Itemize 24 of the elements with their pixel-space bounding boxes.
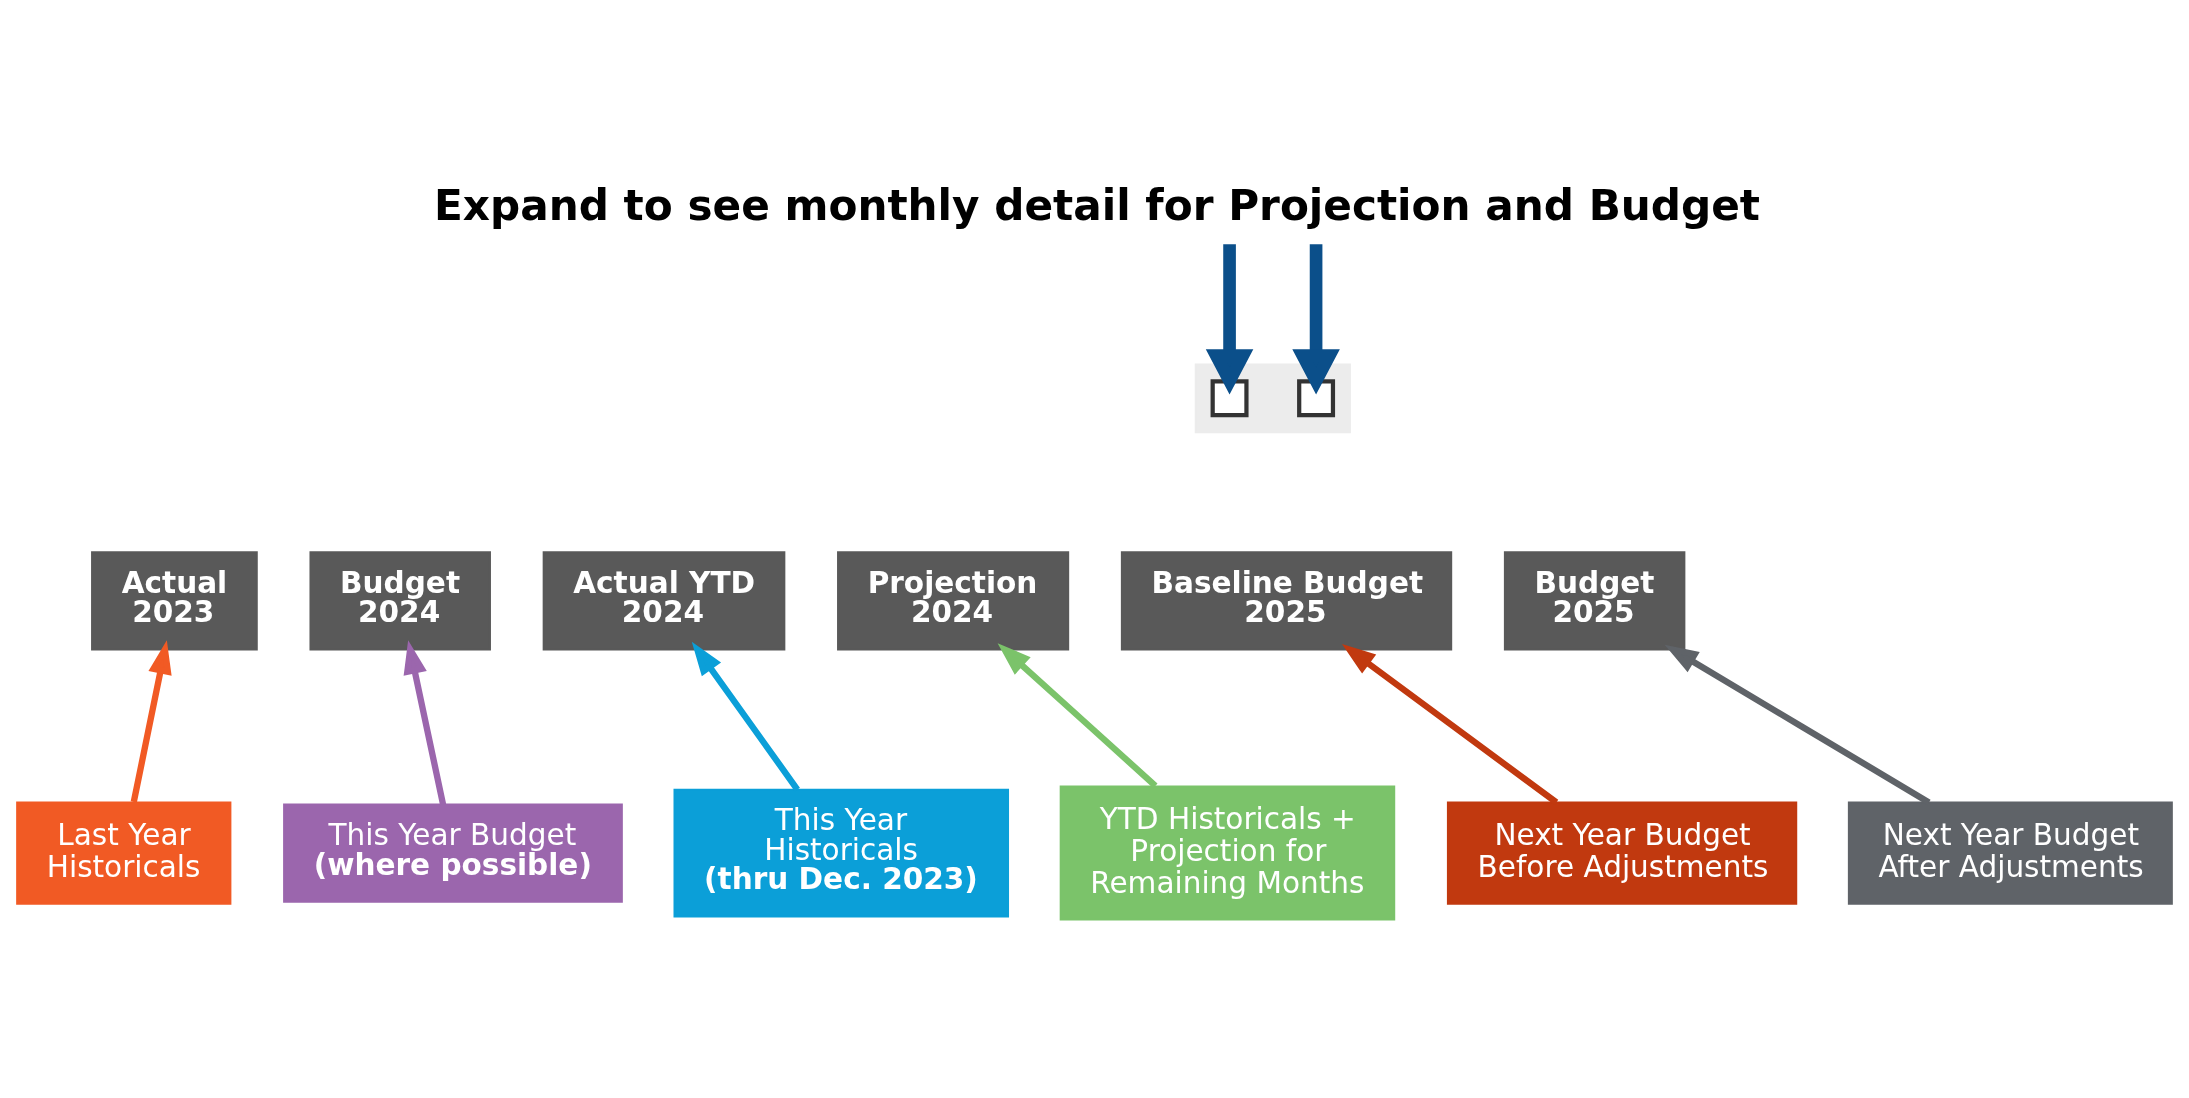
arrow	[1292, 243, 1340, 395]
arrow	[997, 642, 1158, 788]
arrow	[691, 641, 800, 791]
arrow	[130, 639, 172, 803]
node-box	[1210, 378, 1249, 417]
node-box: Budget 2025	[1503, 550, 1686, 650]
diagram-title: Expand to see monthly detail for Projection and Budget	[433, 180, 1761, 230]
node-box: Next Year Budget After Adjustments	[1847, 800, 2173, 905]
node-box: Actual YTD 2024	[542, 550, 786, 650]
node-box: Last Year Historicals	[16, 800, 232, 905]
cluster	[1194, 363, 1351, 433]
arrow	[1341, 643, 1559, 805]
node-box: This Year Historicals (thru Dec. 2023)	[673, 788, 1010, 917]
arrow	[1664, 644, 1931, 805]
node-box: Next Year Budget Before Adjustments	[1446, 800, 1798, 905]
node-box: YTD Historicals + Projection for Remaining Months	[1059, 785, 1396, 921]
node-box: This Year Budget (where possible)	[283, 803, 623, 903]
arrow	[403, 639, 447, 805]
node-box: Actual 2023	[91, 550, 258, 650]
node-box: Baseline Budget 2025	[1120, 550, 1453, 650]
node-box: Projection 2024	[837, 550, 1070, 650]
arrow	[1205, 243, 1254, 395]
node-box: Budget 2024	[309, 550, 491, 650]
node-box	[1297, 378, 1336, 417]
